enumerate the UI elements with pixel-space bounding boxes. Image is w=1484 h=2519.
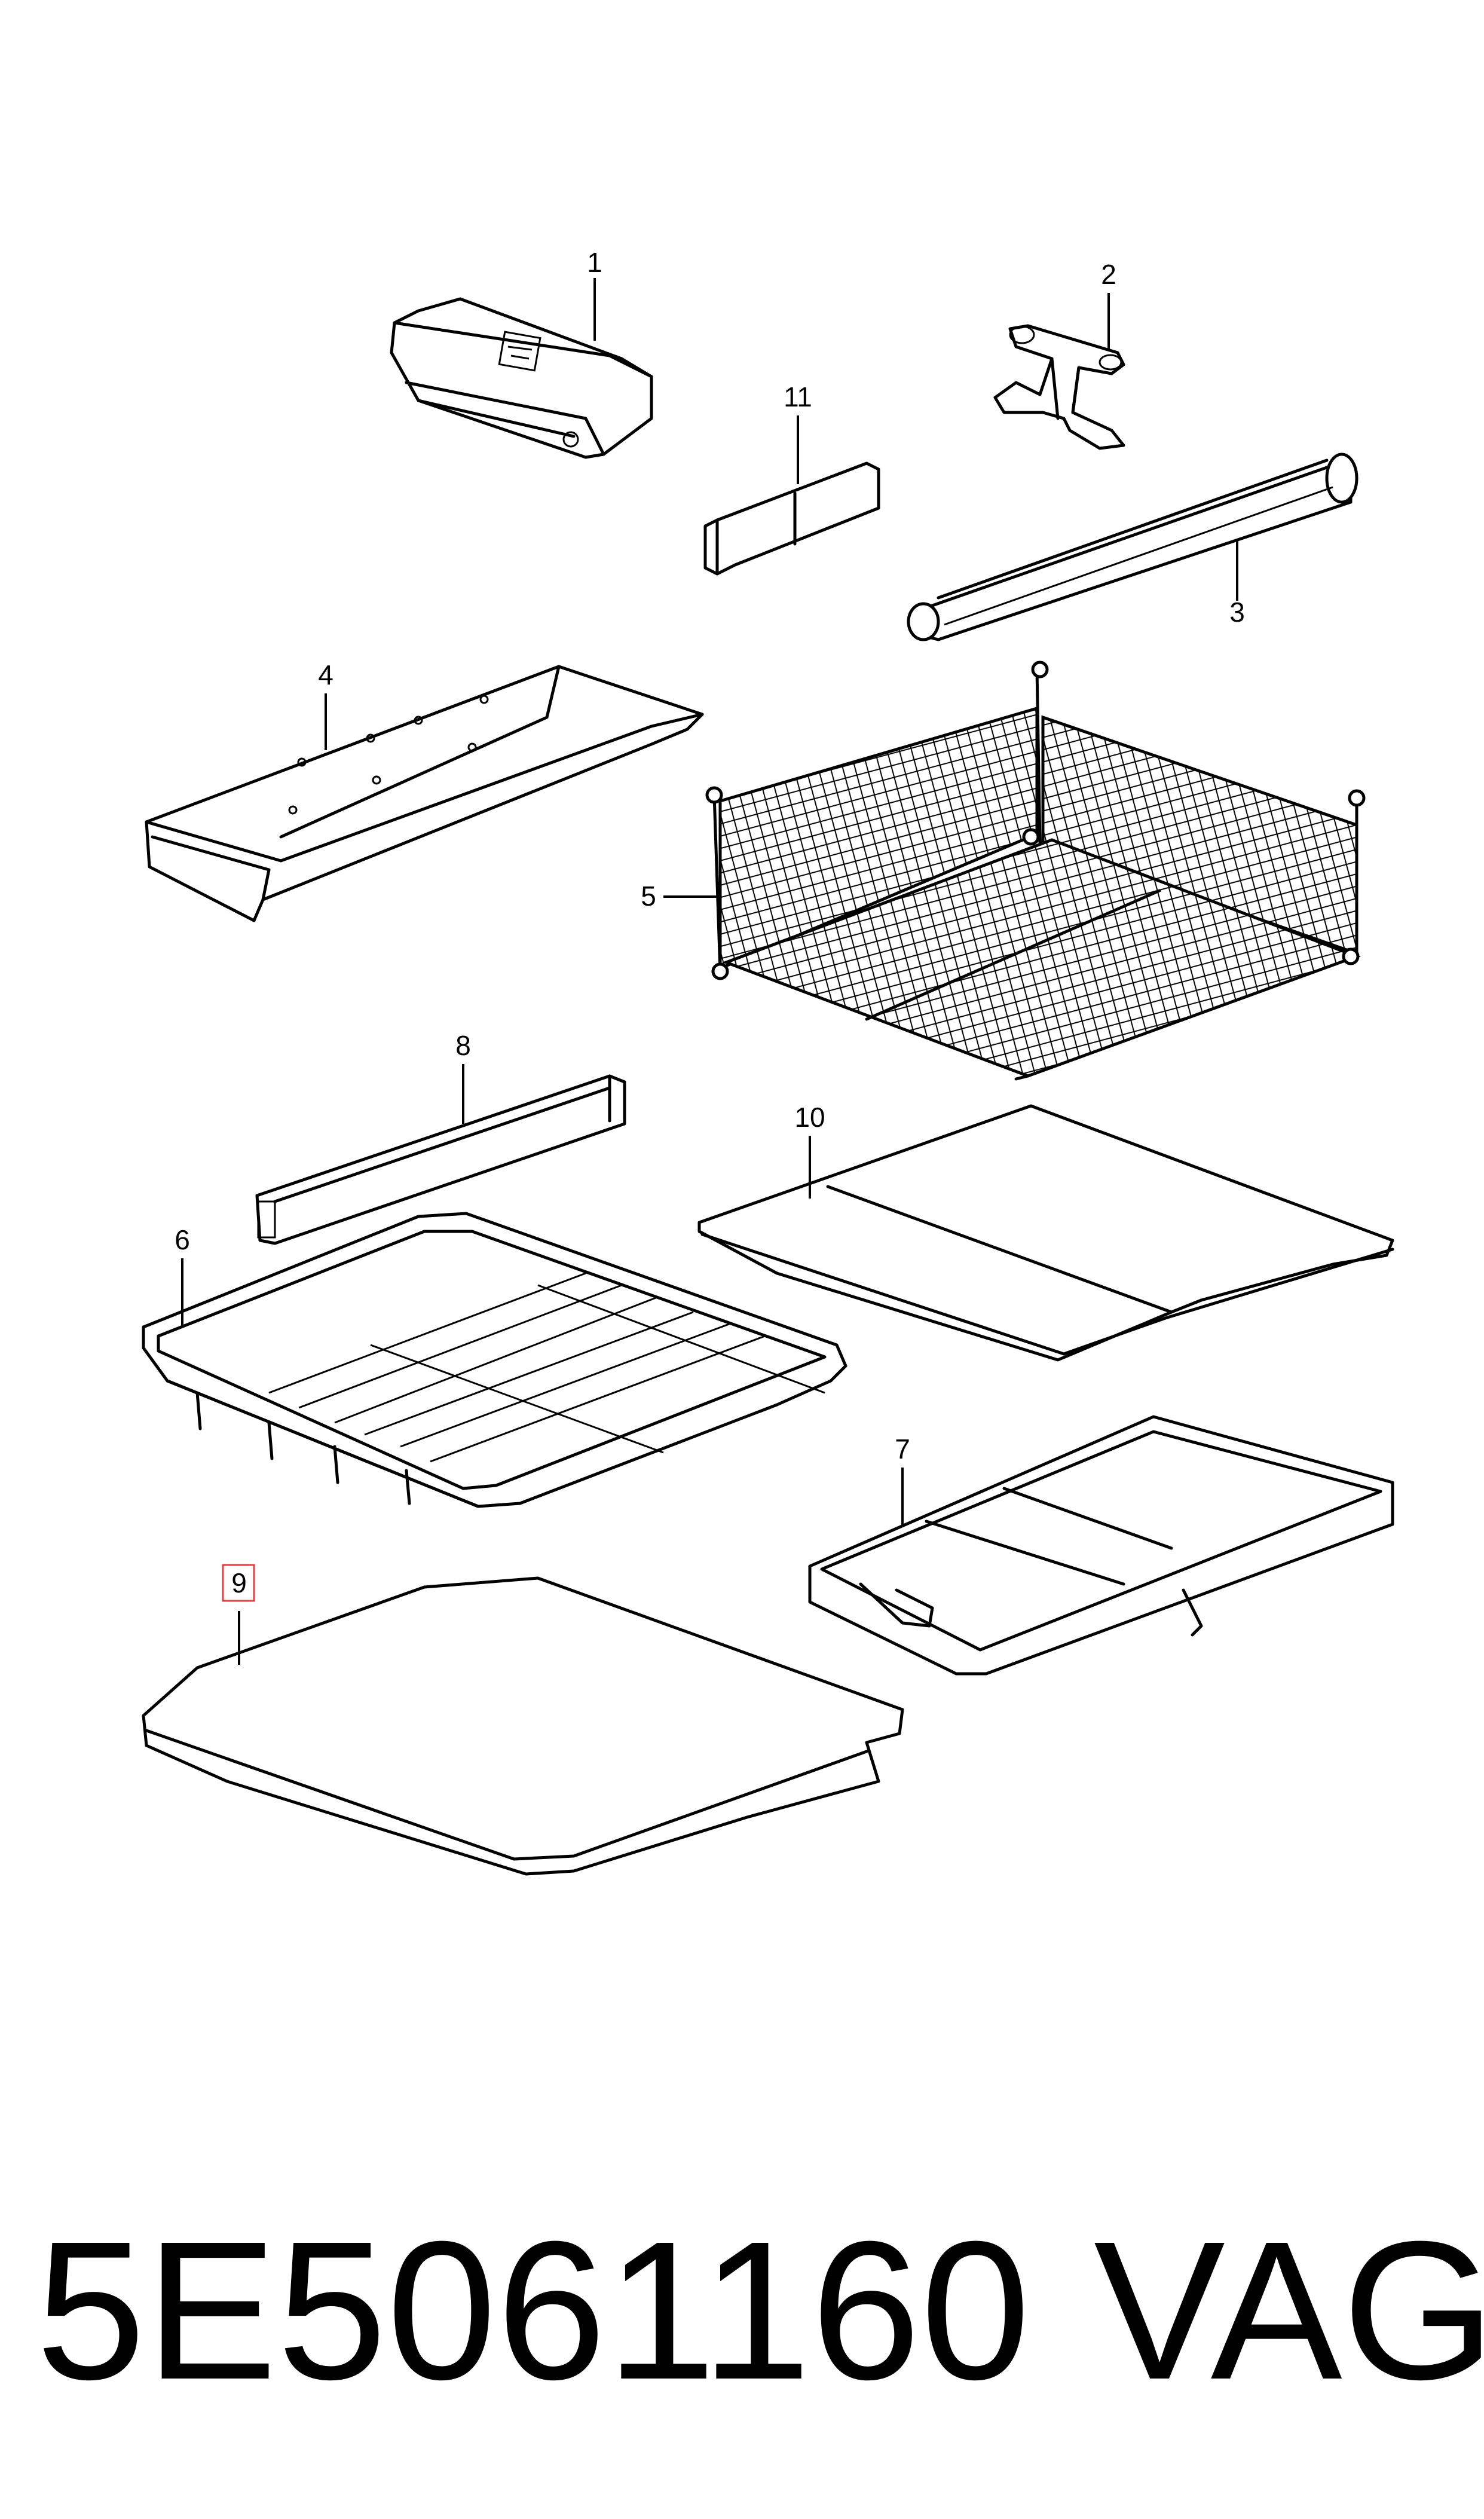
callout-4[interactable]: 4 [318, 659, 333, 690]
part-3-roller-cover [907, 453, 1358, 641]
callout-7[interactable]: 7 [895, 1433, 910, 1465]
callout-1[interactable]: 1 [587, 247, 602, 278]
callout-9-highlight [222, 1564, 255, 1602]
part-number-label: 5E5061160 [36, 2200, 1030, 2420]
part-1-storage-box [390, 297, 653, 459]
part-10-floor-board [697, 1104, 1394, 1362]
callout-11[interactable]: 11 [784, 381, 812, 412]
part-4-long-tray [145, 665, 704, 922]
callout-6[interactable]: 6 [175, 1224, 190, 1255]
part-7-handle-tray [808, 1415, 1394, 1676]
part-5-cargo-net [705, 661, 1366, 1081]
part-8-trim-strip [255, 1074, 626, 1245]
callout-2[interactable]: 2 [1101, 259, 1116, 290]
part-9-cargo-mat [142, 1576, 904, 1876]
brand-label: VAG [1094, 2200, 1484, 2420]
part-11-divider-panel [703, 461, 880, 576]
callout-9[interactable]: 9 [231, 1567, 247, 1598]
leader-lines [181, 278, 1238, 1665]
callout-10[interactable]: 10 [794, 1102, 825, 1133]
part-2-hook [993, 324, 1125, 450]
callout-3[interactable]: 3 [1229, 597, 1245, 628]
part-6-ribbed-tray [142, 1212, 847, 1508]
callout-8[interactable]: 8 [455, 1030, 471, 1061]
callout-5[interactable]: 5 [641, 881, 656, 912]
